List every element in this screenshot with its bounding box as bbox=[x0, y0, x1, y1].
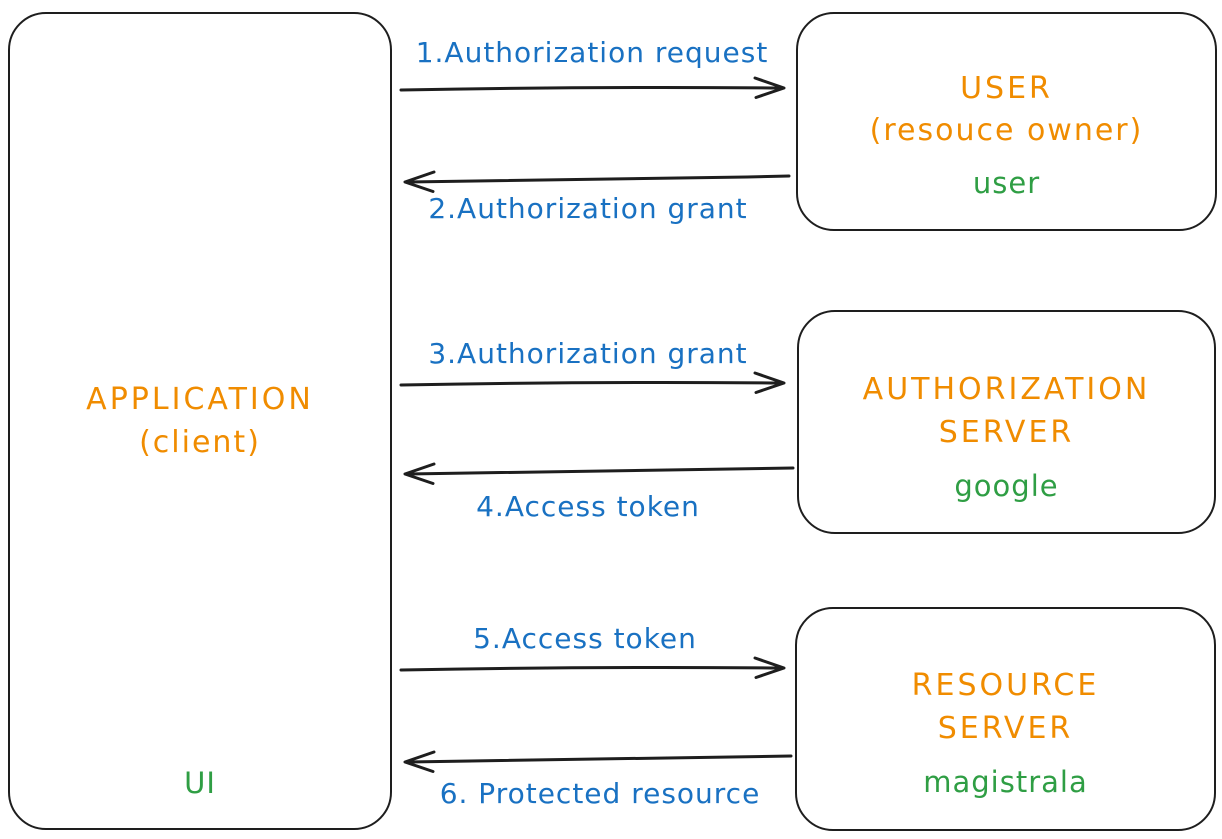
user-title: USER bbox=[960, 70, 1053, 106]
auth-server-title: AUTHORIZATION SERVER bbox=[862, 371, 1151, 451]
auth-server-instance: google bbox=[954, 468, 1059, 503]
node-application: APPLICATION (client) UI bbox=[8, 12, 392, 830]
application-instance: UI bbox=[184, 766, 216, 800]
arrow-5-right-icon bbox=[399, 656, 786, 679]
arrow-1-right-icon bbox=[399, 76, 786, 99]
arrow-label-authorization-request: 1.Authorization request bbox=[415, 36, 769, 69]
application-title: APPLICATION bbox=[86, 382, 314, 418]
arrow-label-access-token-4: 4.Access token bbox=[476, 490, 700, 523]
arrow-label-authorization-grant-3: 3.Authorization grant bbox=[428, 337, 748, 370]
resource-server-title: RESOURCE SERVER bbox=[911, 667, 1100, 747]
node-user: USER (resouce owner) user bbox=[796, 12, 1217, 231]
resource-server-instance: magistrala bbox=[923, 764, 1088, 799]
user-subtitle: (resouce owner) bbox=[869, 113, 1144, 149]
arrow-label-access-token-5: 5.Access token bbox=[473, 622, 697, 655]
arrow-2-left-icon bbox=[403, 170, 791, 193]
node-authorization-server: AUTHORIZATION SERVER google bbox=[797, 310, 1216, 534]
arrow-6-left-icon bbox=[403, 750, 793, 773]
arrow-4-left-icon bbox=[403, 462, 795, 485]
application-subtitle: (client) bbox=[139, 424, 261, 460]
arrow-label-protected-resource: 6. Protected resource bbox=[439, 777, 761, 810]
user-instance: user bbox=[972, 166, 1041, 201]
arrow-3-right-icon bbox=[399, 371, 786, 394]
arrow-label-authorization-grant-2: 2.Authorization grant bbox=[428, 192, 748, 225]
node-resource-server: RESOURCE SERVER magistrala bbox=[795, 607, 1216, 831]
